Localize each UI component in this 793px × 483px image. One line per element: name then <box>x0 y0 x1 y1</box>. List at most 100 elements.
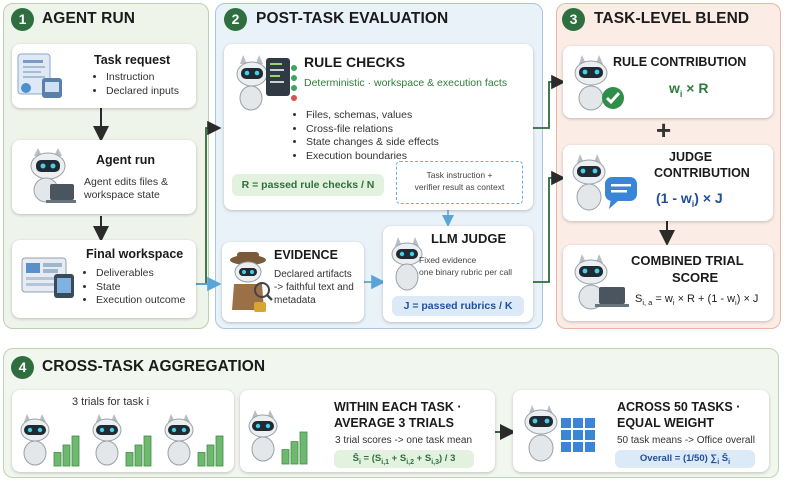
within-title-line-1: WITHIN EACH TASK · <box>334 400 462 414</box>
card-llm-judge: LLM JUDGE Fixed evidence one binary rubr… <box>383 226 533 322</box>
context-note-line-2: verifier result as context <box>414 182 505 192</box>
bar <box>53 452 62 467</box>
within-title-line-2: AVERAGE 3 TRIALS <box>334 416 454 430</box>
robot-laptop-icon <box>30 148 76 203</box>
bar <box>299 431 308 465</box>
trial-bars <box>125 435 152 467</box>
final-workspace-title: Final workspace <box>86 247 184 261</box>
panel-title-cross-task-aggregation: CROSS-TASK AGGREGATION <box>42 358 266 375</box>
panel-title-post-task-evaluation: POST-TASK EVALUATION <box>256 10 449 27</box>
within-formula: S̄i = (Si,1 + Si,2 + Si,3) / 3 <box>334 450 474 468</box>
judge-contribution-title-line-2: CONTRIBUTION <box>654 166 750 180</box>
final-workspace-list: Deliverables State Execution outcome <box>84 267 185 308</box>
detective-icon <box>230 252 273 312</box>
card-across-tasks: ACROSS 50 TASKS · EQUAL WEIGHT 50 task m… <box>513 390 769 472</box>
list-item: Execution outcome <box>96 294 185 308</box>
step-badge-1: 1 <box>11 8 34 31</box>
card-task-request: Task request Instruction Declared inputs <box>12 44 196 108</box>
llm-judge-text-line-1: Fixed evidence <box>419 255 477 265</box>
robot-judge-icon <box>391 237 423 291</box>
within-text: 3 trial scores -> one task mean <box>335 435 473 446</box>
rule-checks-title: RULE CHECKS <box>304 54 406 70</box>
evidence-text-line-1: Declared artifacts <box>274 269 352 280</box>
rule-checks-list: Files, schemas, values Cross-file relati… <box>294 109 439 163</box>
rule-score-formula: R = passed rule checks / N <box>232 174 384 196</box>
robot-icon <box>248 410 278 462</box>
robot-chat-icon <box>572 154 637 211</box>
robot-check-icon <box>574 55 624 111</box>
plus-sign: + <box>656 115 672 145</box>
bar <box>215 435 224 467</box>
evidence-title: EVIDENCE <box>274 248 338 262</box>
list-item: Declared inputs <box>106 85 179 99</box>
llm-judge-title: LLM JUDGE <box>431 231 507 246</box>
robot-icon <box>20 414 50 466</box>
card-final-workspace: Final workspace Deliverables State Execu… <box>12 240 196 318</box>
context-note-line-1: Task instruction + <box>426 170 493 180</box>
rule-checks-subtitle: Deterministic · workspace & execution fa… <box>304 77 508 89</box>
within-illustration <box>248 410 308 465</box>
formula-rest: × R <box>682 80 709 96</box>
task-request-title: Task request <box>94 53 171 67</box>
task-request-list: Instruction Declared inputs <box>94 71 179 98</box>
formula-part-a: (1 - w <box>656 190 692 206</box>
arrow-judge-to-contribution <box>533 170 566 283</box>
combined-title-line-1: COMBINED TRIAL <box>631 253 744 268</box>
bar <box>197 452 206 467</box>
judge-score-formula: J = passed rubrics / K <box>392 296 524 316</box>
formula-weight-subscript: i <box>679 88 683 99</box>
robot-laptop-icon <box>574 254 629 310</box>
bar <box>290 441 299 465</box>
bar <box>134 444 143 467</box>
card-agent-run: Agent run Agent edits files & workspace … <box>12 140 196 214</box>
combined-title-line-2: SCORE <box>672 270 719 285</box>
card-judge-contribution: JUDGE CONTRIBUTION (1 - wi) × J <box>563 145 773 221</box>
bar <box>281 449 290 465</box>
step-badge-4: 4 <box>11 356 34 379</box>
card-evidence: EVIDENCE Declared artifacts -> faithful … <box>222 242 364 322</box>
across-title-line-2: EQUAL WEIGHT <box>617 416 714 430</box>
list-item: Files, schemas, values <box>306 109 439 123</box>
card-three-trials: 3 trials for task i <box>12 390 234 472</box>
across-formula: Overall = (1/50) ∑i S̄i <box>615 450 755 468</box>
evidence-text-line-2: -> faithful text and <box>274 282 354 293</box>
card-rule-checks: RULE CHECKS Deterministic · workspace & … <box>224 44 533 210</box>
formula-weight: w <box>669 80 680 96</box>
card-rule-contribution: RULE CONTRIBUTION wi × R <box>563 46 773 118</box>
across-text: 50 task means -> Office overall <box>617 435 755 446</box>
context-note: Task instruction + verifier result as co… <box>396 161 523 204</box>
list-item: Execution boundaries <box>306 150 439 164</box>
formula-part-b: ) × J <box>694 190 723 206</box>
document-icon <box>17 53 62 98</box>
list-item: State <box>96 281 185 295</box>
card-combined-trial-score: COMBINED TRIAL SCORE Si, a = wi × R + (1… <box>563 245 773 321</box>
robot-grid-icon <box>524 405 595 462</box>
robot-checklist-icon <box>236 55 297 111</box>
judge-contribution-formula: (1 - wi) × J <box>656 190 723 209</box>
bar <box>206 444 215 467</box>
robot-icon <box>92 414 122 466</box>
list-item: Cross-file relations <box>306 123 439 137</box>
trial-bars <box>53 435 80 467</box>
trials-label: 3 trials for task i <box>72 396 150 408</box>
trials-illustration <box>20 414 224 467</box>
list-item: Deliverables <box>96 267 185 281</box>
rule-contribution-title: RULE CONTRIBUTION <box>613 55 747 69</box>
agent-run-text-line-2: workspace state <box>84 189 160 201</box>
panel-title-agent-run: AGENT RUN <box>42 10 136 27</box>
evidence-text-line-3: metadata <box>274 295 316 306</box>
arrow-rules-to-contribution <box>533 74 566 129</box>
step-badge-2: 2 <box>224 8 247 31</box>
arrow-workspace-to-rule-checks <box>196 120 222 285</box>
panel-title-task-level-blend: TASK-LEVEL BLEND <box>594 10 750 27</box>
formula-weight-subscript: i <box>691 198 695 209</box>
bar <box>143 435 152 467</box>
agent-run-title: Agent run <box>96 153 156 167</box>
trial-bars <box>197 435 224 467</box>
rule-contribution-formula: wi × R <box>669 80 708 99</box>
card-within-each-task: WITHIN EACH TASK · AVERAGE 3 TRIALS 3 tr… <box>240 390 495 472</box>
judge-contribution-title-line-1: JUDGE <box>669 150 713 164</box>
combined-formula: Si, a = wi × R + (1 - wi) × J <box>635 293 759 308</box>
mean-bars <box>281 431 308 465</box>
